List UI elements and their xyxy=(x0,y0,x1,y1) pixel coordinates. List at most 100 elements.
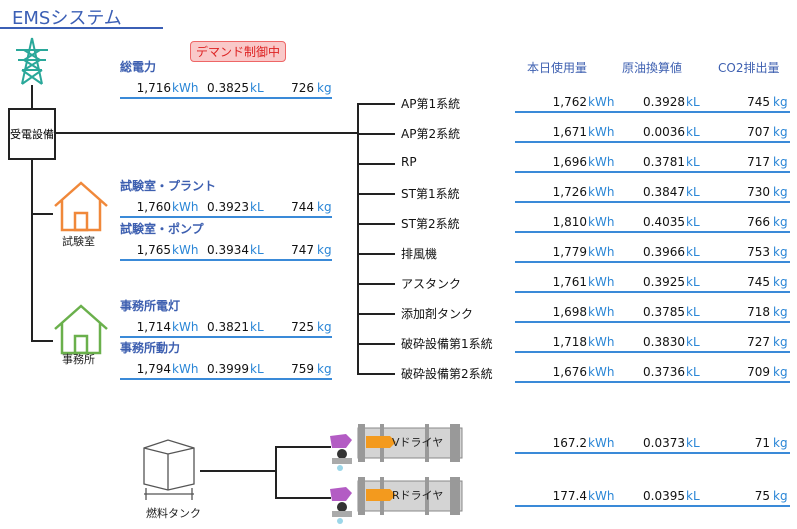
total-power-label: 総電力 xyxy=(120,60,157,74)
system-kg: 730 xyxy=(747,185,770,199)
system-kwh-unit: kWh xyxy=(588,95,615,109)
system-underline xyxy=(515,141,790,143)
total-kwh: 1,716 xyxy=(136,81,171,95)
office-row-label: 事務所電灯 xyxy=(120,299,181,313)
header-co2: CO2排出量 xyxy=(718,61,780,75)
dryer-kl-unit: kL xyxy=(686,489,700,503)
system-kg-unit: kg xyxy=(773,275,788,289)
system-tap xyxy=(357,313,395,315)
fuel-tank-label: 燃料タンク xyxy=(146,507,201,520)
office-0-kg: 725 xyxy=(291,320,314,334)
total-kg-unit: kg xyxy=(317,81,332,95)
dryer-kg-unit: kg xyxy=(773,436,788,450)
dryer-underline xyxy=(515,452,790,454)
dryer-kwh: 177.4 xyxy=(552,489,587,503)
lab-0-underline xyxy=(120,216,332,218)
header-oil: 原油換算値 xyxy=(622,61,683,75)
system-label[interactable]: 添加剤タンク xyxy=(401,307,474,321)
system-underline xyxy=(515,231,790,233)
system-label[interactable]: ST第2系統 xyxy=(401,217,460,231)
system-kwh-unit: kWh xyxy=(588,305,615,319)
lab-0-kwh: 1,760 xyxy=(136,200,171,214)
system-kl: 0.3966 xyxy=(643,245,685,259)
dryer-kl: 0.0373 xyxy=(643,436,685,450)
fuel-split-line xyxy=(275,446,277,498)
system-underline xyxy=(515,381,790,383)
lab-1-kg: 747 xyxy=(291,243,314,257)
system-kl-unit: kL xyxy=(686,215,700,229)
system-tap xyxy=(357,223,395,225)
system-underline xyxy=(515,321,790,323)
office-0-kwh-unit: kWh xyxy=(172,320,199,334)
system-underline xyxy=(515,171,790,173)
office-1-kl-unit: kL xyxy=(250,362,264,376)
lab-1-kl-unit: kL xyxy=(250,243,264,257)
system-tap xyxy=(357,373,395,375)
system-kg-unit: kg xyxy=(773,335,788,349)
system-kl-unit: kL xyxy=(686,95,700,109)
system-kwh-unit: kWh xyxy=(588,245,615,259)
system-kwh: 1,718 xyxy=(552,335,587,349)
system-label[interactable]: ST第1系統 xyxy=(401,187,460,201)
lab-1-kg-unit: kg xyxy=(317,243,332,257)
total-kl: 0.3825 xyxy=(207,81,249,95)
system-kl: 0.3736 xyxy=(643,365,685,379)
lab-row-label: 試験室・ポンプ xyxy=(120,222,204,236)
office-1-kl: 0.3999 xyxy=(207,362,249,376)
system-kwh: 1,671 xyxy=(552,125,587,139)
system-kwh-unit: kWh xyxy=(588,125,615,139)
office-0-kwh: 1,714 xyxy=(136,320,171,334)
system-kg-unit: kg xyxy=(773,305,788,319)
fuel-line xyxy=(200,470,276,472)
dryer-kl: 0.0395 xyxy=(643,489,685,503)
system-underline xyxy=(515,111,790,113)
system-label[interactable]: AP第2系統 xyxy=(401,127,461,141)
system-kwh: 1,810 xyxy=(552,215,587,229)
page-title: EMSシステム xyxy=(12,8,122,29)
system-kwh: 1,696 xyxy=(552,155,587,169)
system-kg-unit: kg xyxy=(773,125,788,139)
system-label[interactable]: RP xyxy=(401,155,417,169)
dryer-kg: 75 xyxy=(754,489,770,503)
system-kl-unit: kL xyxy=(686,305,700,319)
dryer-icon xyxy=(330,477,463,524)
total-kg: 726 xyxy=(291,81,314,95)
system-kg: 718 xyxy=(747,305,770,319)
lab-0-kl: 0.3923 xyxy=(207,200,249,214)
tower-line xyxy=(31,85,33,108)
lab-house-icon xyxy=(54,181,108,232)
system-kl: 0.3925 xyxy=(643,275,685,289)
system-kwh-unit: kWh xyxy=(588,365,615,379)
system-kl-unit: kL xyxy=(686,365,700,379)
system-label[interactable]: 排風機 xyxy=(401,247,438,261)
system-kwh-unit: kWh xyxy=(588,215,615,229)
dryer-kwh: 167.2 xyxy=(552,436,587,450)
office-branch xyxy=(31,340,53,342)
system-kg: 727 xyxy=(747,335,770,349)
lab-branch xyxy=(31,213,53,215)
system-label[interactable]: AP第1系統 xyxy=(401,97,461,111)
system-kwh: 1,779 xyxy=(552,245,587,259)
system-label[interactable]: 破砕設備第2系統 xyxy=(401,367,493,381)
office-1-kg-unit: kg xyxy=(317,362,332,376)
system-kl: 0.3928 xyxy=(643,95,685,109)
total-kwh-unit: kWh xyxy=(172,81,199,95)
lab-0-kg: 744 xyxy=(291,200,314,214)
lab-row-label: 試験室・プラント xyxy=(120,179,217,193)
system-kwh-unit: kWh xyxy=(588,275,615,289)
system-tap xyxy=(357,133,395,135)
system-kl: 0.3781 xyxy=(643,155,685,169)
office-0-kg-unit: kg xyxy=(317,320,332,334)
dryer-kg-unit: kg xyxy=(773,489,788,503)
system-kwh: 1,726 xyxy=(552,185,587,199)
system-label[interactable]: 破砕設備第1系統 xyxy=(401,337,493,351)
system-label[interactable]: アスタンク xyxy=(401,277,462,291)
total-underline xyxy=(120,97,332,99)
system-kl-unit: kL xyxy=(686,335,700,349)
system-underline xyxy=(515,201,790,203)
system-kwh: 1,698 xyxy=(552,305,587,319)
system-underline xyxy=(515,261,790,263)
demand-control-badge: デマンド制御中 xyxy=(190,41,287,62)
office-label: 事務所 xyxy=(62,353,95,366)
lab-0-kg-unit: kg xyxy=(317,200,332,214)
